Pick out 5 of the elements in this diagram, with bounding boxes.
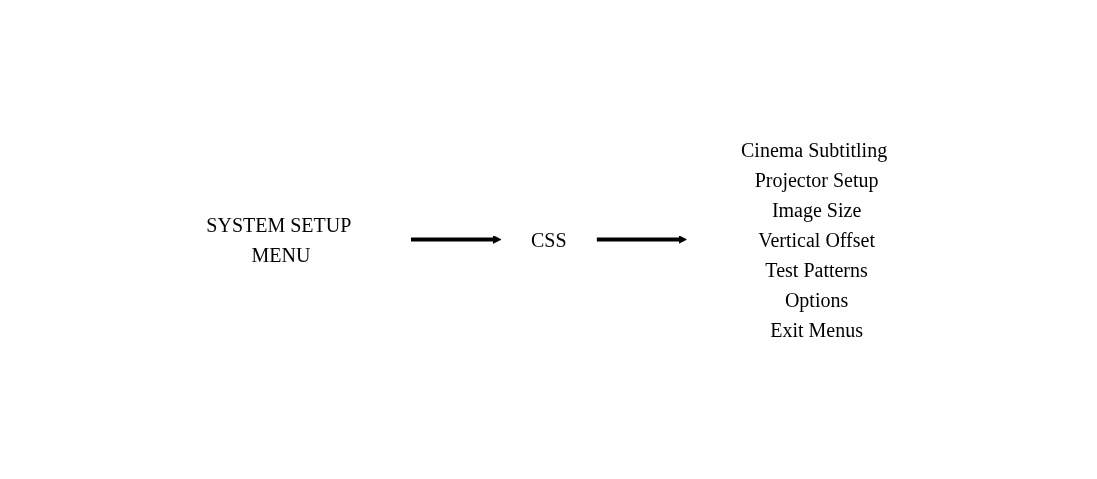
node-text: CSS xyxy=(530,228,567,251)
node-text: Cinema Subtitling Projector Setup Image Size Vertical Offset Test Patterns Options Exit Menus xyxy=(740,138,887,341)
arrow xyxy=(596,235,687,244)
arrow xyxy=(410,235,502,244)
node-text: SYSTEM SETUP MENU xyxy=(206,213,351,266)
